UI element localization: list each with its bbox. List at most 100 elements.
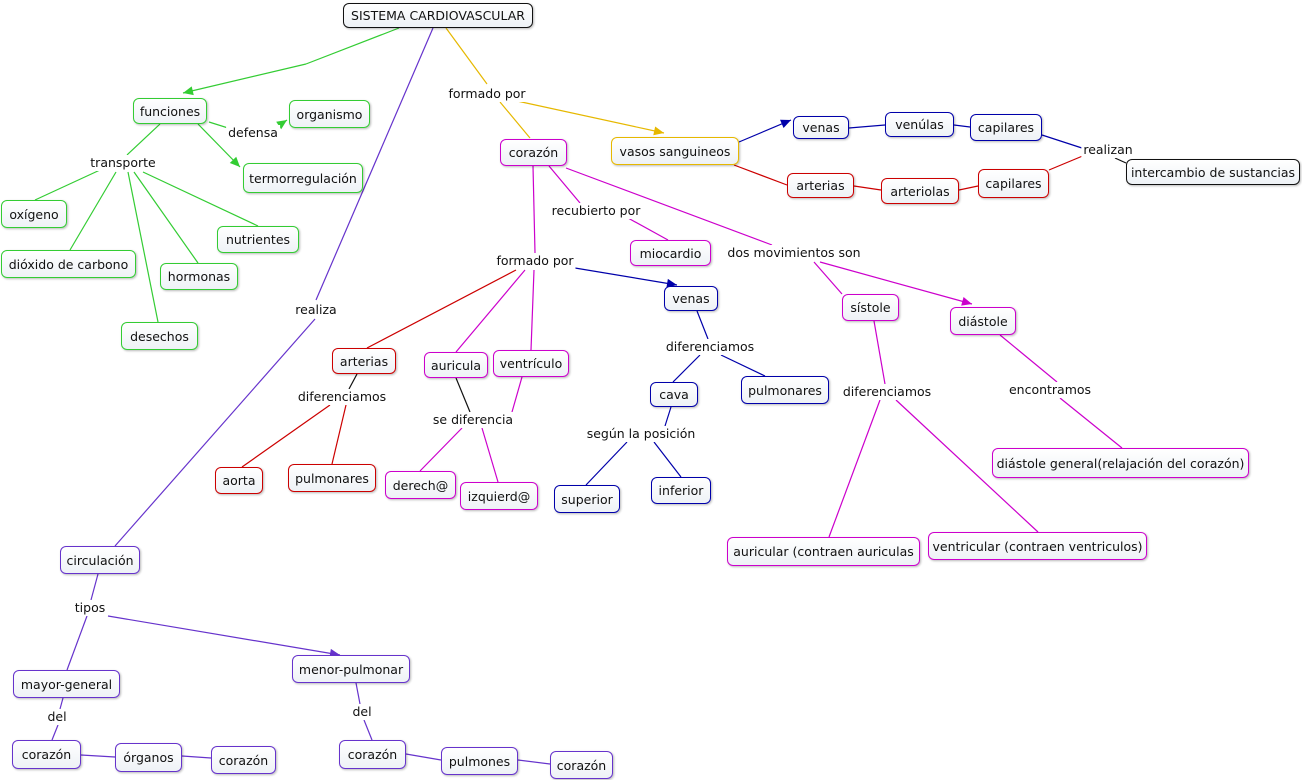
pulmonares-venas-node[interactable]: pulmonares (741, 376, 829, 404)
edge-62 (405, 753, 442, 761)
miocardio-node[interactable]: miocardio (630, 240, 711, 266)
label-del-mayor: del (45, 709, 69, 725)
derecha-node[interactable]: derech@ (385, 471, 456, 499)
edge-46 (585, 441, 628, 486)
edge-33 (455, 269, 526, 353)
auricular-node[interactable]: auricular (contraen auriculas (727, 537, 920, 566)
termorregulacion-node[interactable]: termorregulación (243, 163, 363, 193)
edge-34 (530, 269, 535, 351)
edge-17 (848, 124, 886, 129)
edge-28 (565, 167, 773, 246)
arrow-head-30 (961, 296, 972, 306)
edge-12 (69, 171, 117, 251)
edge-29 (813, 261, 843, 295)
capilares-arterial-node[interactable]: capilares (978, 169, 1049, 198)
label-del-menor: del (350, 704, 374, 720)
desechos-node[interactable]: desechos (121, 322, 198, 350)
edge-32 (366, 269, 517, 349)
edge-36 (241, 404, 331, 468)
circulacion-node[interactable]: circulación (60, 546, 140, 574)
label-encontramos: encontramos (1006, 382, 1094, 398)
label-segun-posicion: según la posición (584, 426, 698, 442)
edge-0 (305, 27, 400, 65)
label-defensa: defensa (226, 125, 280, 141)
capilares-venous-node[interactable]: capilares (970, 114, 1042, 141)
edge-50 (895, 399, 1039, 533)
cava-node[interactable]: cava (650, 382, 698, 407)
venulas-node[interactable]: venúlas (885, 112, 954, 137)
label-realizan: realizan (1081, 142, 1135, 158)
pulmones-node[interactable]: pulmones (441, 747, 518, 775)
hormonas-node[interactable]: hormonas (160, 263, 238, 290)
label-diferenciamos-sistole: diferenciamos (840, 384, 934, 400)
oxigeno-node[interactable]: oxígeno (1, 200, 67, 228)
edge-2 (445, 27, 488, 85)
edge-7 (208, 121, 229, 129)
edge-57 (51, 724, 59, 741)
edge-30 (819, 261, 973, 305)
edge-60 (355, 682, 361, 705)
venas-top-node[interactable]: venas (793, 116, 849, 139)
menor-pulmonar-node[interactable]: menor-pulmonar (292, 655, 410, 683)
edge-11 (34, 169, 101, 201)
label-se-diferencia: se diferencia (430, 412, 516, 428)
corazon-menor-end-node[interactable]: corazón (550, 751, 613, 779)
edge-40 (419, 427, 463, 472)
aorta-node[interactable]: aorta (215, 467, 263, 494)
dioxido-node[interactable]: dióxido de carbono (1, 250, 136, 278)
superior-node[interactable]: superior (554, 485, 620, 513)
edge-1 (182, 63, 307, 94)
edge-4 (114, 318, 316, 547)
edge-39 (511, 376, 523, 413)
edge-26 (627, 217, 669, 241)
arterias-node[interactable]: arterias (332, 348, 396, 374)
sistole-node[interactable]: sístole (842, 294, 899, 321)
label-formado-por-corazon: formado por (494, 253, 576, 269)
label-recubierto-por: recubierto por (549, 203, 643, 219)
edge-10 (126, 123, 161, 156)
nutrientes-node[interactable]: nutrientes (217, 226, 299, 253)
arteriolas-node[interactable]: arteriolas (881, 178, 959, 204)
label-tipos: tipos (72, 600, 108, 616)
auricula-node[interactable]: auricula (424, 352, 488, 378)
edge-45 (664, 406, 672, 427)
arrow-head-16 (780, 119, 791, 129)
diastole-general-node[interactable]: diástole general(relajación del corazón) (992, 448, 1249, 478)
label-diferenciamos-arterias: diferenciamos (295, 389, 389, 405)
ventriculo-node[interactable]: ventrículo (493, 350, 569, 377)
edge-31 (574, 267, 678, 286)
edge-22 (958, 185, 979, 191)
root-node[interactable]: SISTEMA CARDIOVASCULAR (343, 3, 533, 28)
venas-node[interactable]: venas (664, 286, 718, 311)
edge-38 (455, 377, 471, 413)
vasos-node[interactable]: vasos sanguineos (611, 137, 739, 165)
edge-6 (516, 100, 665, 134)
arrow-head-9 (229, 156, 240, 167)
arrow-head-6 (653, 126, 664, 136)
corazon-menor-start-node[interactable]: corazón (339, 740, 406, 769)
corazon-node[interactable]: corazón (500, 139, 567, 166)
organos-node[interactable]: órganos (115, 743, 182, 772)
edge-58 (80, 754, 116, 758)
edge-35 (348, 373, 358, 390)
mayor-general-node[interactable]: mayor-general (13, 670, 120, 698)
pulmonares-arterias-node[interactable]: pulmonares (288, 464, 376, 492)
edge-63 (517, 759, 551, 765)
corazon-mayor-end-node[interactable]: corazón (211, 746, 276, 774)
arrow-head-1 (183, 86, 194, 96)
edge-27 (532, 165, 536, 254)
arterias-top-node[interactable]: arterias (787, 173, 854, 198)
funciones-node[interactable]: funciones (133, 98, 207, 124)
corazon-mayor-start-node[interactable]: corazón (12, 740, 81, 769)
diastole-node[interactable]: diástole (950, 307, 1016, 335)
inferior-node[interactable]: inferior (651, 477, 711, 504)
izquierda-node[interactable]: izquierd@ (460, 482, 538, 510)
edge-18 (953, 124, 971, 128)
organismo-node[interactable]: organismo (289, 100, 370, 128)
ventricular-node[interactable]: ventricular (contraen ventriculos) (928, 532, 1147, 560)
intercambio-node[interactable]: intercambio de sustancias (1126, 159, 1300, 185)
edge-48 (873, 320, 886, 385)
edge-54 (66, 615, 88, 671)
edge-49 (828, 399, 881, 538)
edge-55 (107, 615, 341, 656)
